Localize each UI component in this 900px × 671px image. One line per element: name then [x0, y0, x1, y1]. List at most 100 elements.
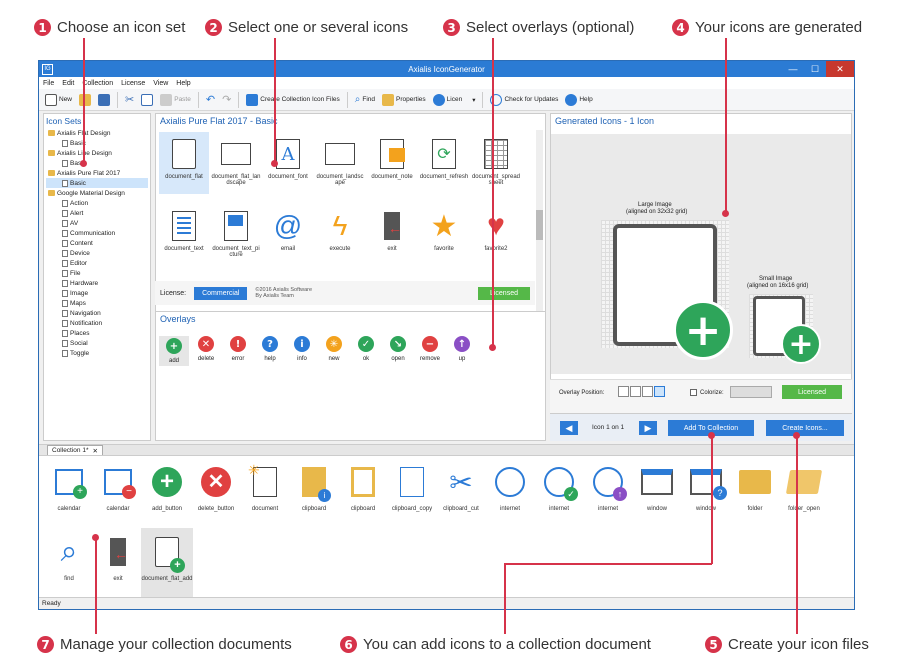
menu-edit[interactable]: Edit: [62, 79, 75, 87]
tree-node-image[interactable]: Image: [46, 288, 148, 298]
icon-cell-document-text-picture[interactable]: document_text_picture: [211, 204, 261, 266]
collection-item-folder[interactable]: folder: [729, 458, 781, 528]
menu-license[interactable]: License: [121, 79, 146, 87]
icon-cell-document-landscape[interactable]: document_landscape: [315, 132, 365, 194]
tree-node-action[interactable]: Action: [46, 198, 148, 208]
position-bottom-left[interactable]: [642, 386, 653, 397]
collection-item-find[interactable]: ⌕find: [43, 528, 95, 598]
overlay-help[interactable]: ?help: [255, 336, 285, 362]
icon-cell-email[interactable]: @email: [273, 210, 303, 252]
tree-node-file[interactable]: File: [46, 268, 148, 278]
overlay-ok[interactable]: ✓ok: [351, 336, 381, 362]
position-top-right[interactable]: [630, 386, 641, 397]
tree-node-notification[interactable]: Notification: [46, 318, 148, 328]
check-updates-button[interactable]: Check for Updates: [488, 91, 560, 109]
maximize-icon[interactable]: ☐: [810, 63, 820, 74]
commercial-license-button[interactable]: Commercial: [194, 286, 248, 300]
overlay-delete[interactable]: ✕delete: [191, 336, 221, 362]
tree-node-axialis-line-design[interactable]: Axialis Line Design: [46, 148, 148, 158]
collection-item-calendar[interactable]: −calendar: [92, 458, 144, 528]
collection-item-clipboard-copy[interactable]: clipboard_copy: [386, 458, 438, 528]
find-button[interactable]: ⌕Find: [354, 94, 376, 105]
icon-cell-favorite2[interactable]: ♥favorite2: [471, 204, 521, 266]
tree-node-axialis-pure-flat-2017[interactable]: Axialis Pure Flat 2017: [46, 168, 148, 178]
icon-cell-exit[interactable]: ←exit: [367, 204, 417, 266]
collection-item-internet[interactable]: internet: [484, 458, 536, 528]
tree-node-basic[interactable]: Basic: [46, 158, 148, 168]
tree-node-device[interactable]: Device: [46, 248, 148, 258]
tree-node-editor[interactable]: Editor: [46, 258, 148, 268]
tree-node-communication[interactable]: Communication: [46, 228, 148, 238]
close-tab-icon[interactable]: ✕: [92, 447, 98, 455]
cut-button[interactable]: ✂: [123, 91, 136, 109]
collection-item-calendar[interactable]: +calendar: [43, 458, 95, 528]
collection-item-exit[interactable]: ←exit: [92, 528, 144, 598]
menu-file[interactable]: File: [43, 79, 55, 87]
icon-cell-document-text[interactable]: document_text: [159, 204, 209, 266]
menu-collection[interactable]: Collection: [82, 79, 114, 87]
open-button[interactable]: [77, 91, 93, 109]
iconset-licensed-button[interactable]: Licensed: [477, 286, 530, 300]
paste-button[interactable]: Paste: [158, 91, 193, 109]
tree-node-alert[interactable]: Alert: [46, 208, 148, 218]
collection-item-window[interactable]: ?window: [680, 458, 732, 528]
create-icons-button[interactable]: Create Icons...: [766, 420, 844, 436]
tree-node-axialis-flat-design[interactable]: Axialis Flat Design: [46, 128, 148, 138]
collection-item-delete-button[interactable]: ✕delete_button: [190, 458, 242, 528]
position-top-left[interactable]: [618, 386, 629, 397]
next-icon-button[interactable]: ▶: [639, 421, 657, 435]
tree-node-basic[interactable]: Basic: [46, 138, 148, 148]
add-to-collection-button[interactable]: Add To Collection: [668, 420, 754, 436]
icon-cell-document-flat[interactable]: document_flat: [159, 132, 209, 194]
overlay-new[interactable]: ✳new: [319, 336, 349, 362]
overlay-error[interactable]: !error: [223, 336, 253, 362]
collection-item-clipboard[interactable]: clipboard: [337, 458, 389, 528]
create-collection-icon-files-button[interactable]: Create Collection Icon Files: [244, 91, 341, 109]
colorize-checkbox[interactable]: [690, 389, 697, 396]
collection-item-add-button[interactable]: +add_button: [141, 458, 193, 528]
tree-node-hardware[interactable]: Hardware: [46, 278, 148, 288]
tree-node-maps[interactable]: Maps: [46, 298, 148, 308]
close-icon[interactable]: ✕: [826, 61, 854, 77]
new-button[interactable]: New: [43, 91, 74, 109]
tree-node-social[interactable]: Social: [46, 338, 148, 348]
redo-button[interactable]: ↷: [220, 91, 233, 109]
generated-licensed-button[interactable]: Licensed: [782, 385, 842, 399]
icon-cell-document-flat-landscape[interactable]: document_flat_landscape: [211, 132, 261, 194]
overlay-up[interactable]: ↑up: [447, 336, 477, 362]
collection-item-internet[interactable]: ✓internet: [533, 458, 585, 528]
collection-item-clipboard-cut[interactable]: ✂clipboard_cut: [435, 458, 487, 528]
properties-button[interactable]: Properties: [380, 91, 428, 109]
icon-cell-favorite[interactable]: ★favorite: [430, 209, 458, 253]
minimize-icon[interactable]: —: [788, 64, 798, 74]
overlay-add[interactable]: +add: [159, 336, 189, 366]
collection-item-internet[interactable]: ↑internet: [582, 458, 634, 528]
icon-cell-document-note[interactable]: document_note: [367, 132, 417, 194]
overlay-remove[interactable]: −remove: [415, 336, 445, 362]
tree-node-places[interactable]: Places: [46, 328, 148, 338]
overlay-position-selector[interactable]: [618, 386, 665, 397]
collection-item-document[interactable]: ✳document: [239, 458, 291, 528]
help-button[interactable]: Help: [563, 91, 594, 109]
tree-node-av[interactable]: AV: [46, 218, 148, 228]
position-bottom-right[interactable]: [654, 386, 665, 397]
save-button[interactable]: [96, 91, 112, 109]
tree-node-basic[interactable]: Basic: [46, 178, 148, 188]
collection-item-folder-open[interactable]: folder_open: [778, 458, 830, 528]
copy-button[interactable]: [139, 91, 155, 109]
icon-cell-document-refresh[interactable]: ⟳document_refresh: [419, 132, 469, 194]
colorize-swatch[interactable]: [730, 386, 772, 398]
collection-item-window[interactable]: window: [631, 458, 683, 528]
tree-node-navigation[interactable]: Navigation: [46, 308, 148, 318]
menu-view[interactable]: View: [153, 79, 169, 87]
iconset-scrollbar[interactable]: [536, 130, 543, 314]
icon-cell-document-spreadsheet[interactable]: document_spreadsheet: [471, 132, 521, 194]
menu-help[interactable]: Help: [176, 79, 191, 87]
tree-node-toggle[interactable]: Toggle: [46, 348, 148, 358]
collection-tab[interactable]: Collection 1*✕: [47, 445, 103, 455]
overlay-open[interactable]: ↘open: [383, 336, 413, 362]
